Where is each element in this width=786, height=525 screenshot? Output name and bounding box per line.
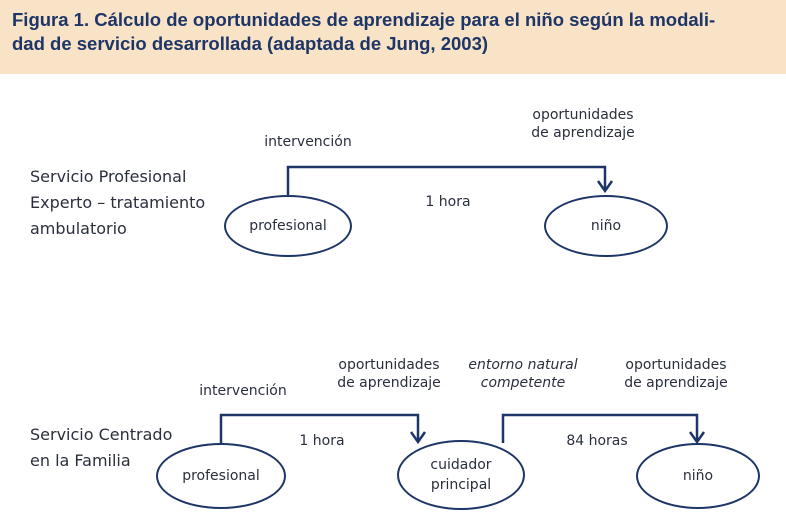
s2-label-natural-environment: entorno natural competente	[468, 356, 577, 392]
s2-label-intervention: intervención	[199, 383, 287, 399]
figure-title-line-2: dad de servicio desarrollada (adaptada d…	[12, 33, 489, 54]
s1-label-learning-opportunities: oportunidades de aprendizaje	[531, 106, 635, 142]
s1-node-professional: profesional	[224, 195, 352, 257]
s2-label-opps2-line-1: oportunidades	[625, 357, 727, 373]
s2-label-opps2-line-2: de aprendizaje	[624, 375, 728, 391]
s2-connector-professional-to-caregiver	[219, 413, 420, 443]
s2-node-caregiver-line-2: principal	[430, 477, 492, 493]
s2-label-opps1-line-2: de aprendizaje	[337, 375, 441, 391]
s1-label-time: 1 hora	[425, 194, 471, 210]
s1-service-name-line-3: ambulatorio	[30, 219, 127, 238]
s2-arrowhead-caregiver	[409, 431, 427, 445]
s2-node-child-label: niño	[682, 468, 714, 484]
s1-label-opps-line-2: de aprendizaje	[531, 125, 635, 141]
s2-arrowhead-child	[688, 431, 706, 445]
s2-service-name-line-1: Servicio Centrado	[30, 425, 173, 444]
figure-header: Figura 1. Cálculo de oportunidades de ap…	[0, 0, 786, 74]
figure-title-line-1: Figura 1. Cálculo de oportunidades de ap…	[12, 9, 716, 30]
s2-node-caregiver-label: cuidador principal	[430, 455, 491, 495]
s2-label-env-line-1: entorno natural	[468, 357, 578, 373]
s1-node-professional-label: profesional	[249, 218, 327, 234]
figure-title: Figura 1. Cálculo de oportunidades de ap…	[12, 8, 776, 56]
s2-label-learning-opportunities-1: oportunidades de aprendizaje	[337, 356, 441, 392]
s1-arrowhead	[596, 180, 614, 194]
s2-label-learning-opportunities-2: oportunidades de aprendizaje	[624, 356, 728, 392]
s2-node-caregiver: cuidador principal	[397, 440, 525, 510]
s1-node-child: niño	[544, 195, 668, 257]
s2-node-caregiver-line-1: cuidador	[430, 457, 492, 473]
s2-node-child: niño	[636, 443, 760, 509]
s2-service-name-line-2: en la Familia	[30, 451, 131, 470]
s1-service-name: Servicio Profesional Experto – tratamien…	[30, 164, 205, 242]
s2-label-opps1-line-1: oportunidades	[338, 357, 440, 373]
s1-service-name-line-2: Experto – tratamiento	[30, 193, 206, 212]
s2-connector-caregiver-to-child	[501, 413, 699, 443]
s2-node-professional-label: profesional	[182, 468, 260, 484]
s2-node-professional: profesional	[156, 443, 286, 509]
s1-label-intervention: intervención	[264, 134, 352, 150]
s1-service-name-line-1: Servicio Profesional	[30, 167, 187, 186]
s2-label-time-2: 84 horas	[566, 433, 628, 449]
s1-label-opps-line-1: oportunidades	[532, 107, 634, 123]
s2-label-env-line-2: competente	[480, 375, 566, 391]
s1-node-child-label: niño	[590, 218, 622, 234]
s2-label-time-1: 1 hora	[299, 433, 345, 449]
s1-connector-professional-to-child	[286, 165, 607, 195]
s2-service-name: Servicio Centrado en la Familia	[30, 422, 172, 474]
